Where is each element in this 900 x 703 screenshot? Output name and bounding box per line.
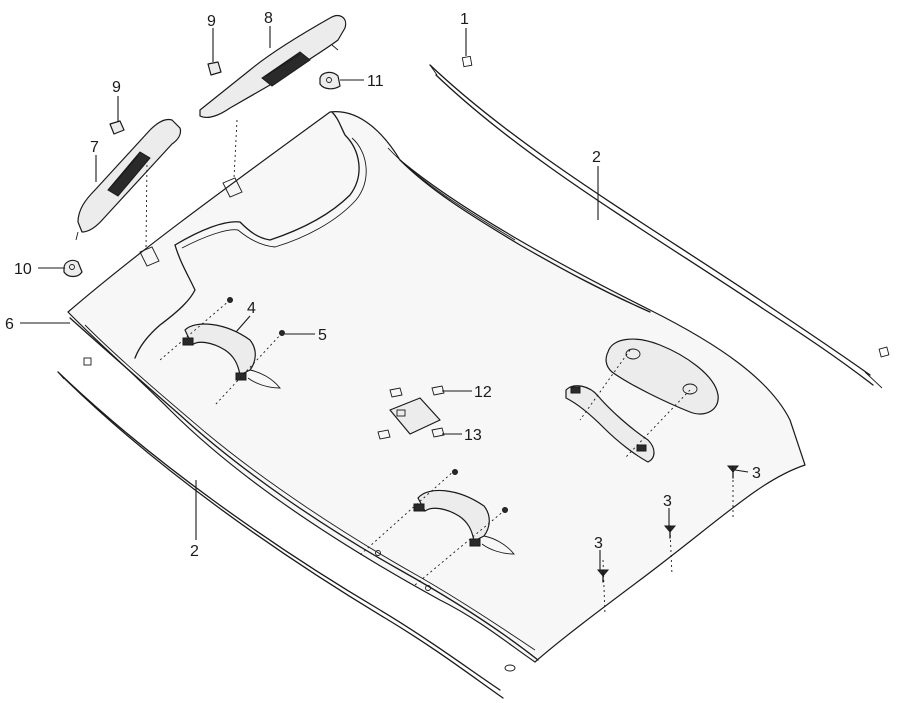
callout-3-middle: 3 — [663, 493, 672, 510]
callout-4: 4 — [247, 300, 256, 317]
callout-12: 12 — [474, 384, 492, 401]
grab-handle-left-rear — [413, 489, 515, 555]
visor-clips — [63, 61, 341, 278]
callout-13: 13 — [464, 427, 482, 444]
grab-handle-right — [565, 385, 655, 463]
callout-3-right: 3 — [752, 465, 761, 482]
leader-lines — [20, 26, 749, 570]
sun-visor-right — [199, 15, 347, 119]
callout-6: 6 — [5, 316, 14, 333]
screws-and-mounting-lines — [145, 119, 740, 616]
callout-10: 10 — [14, 261, 32, 278]
callout-9-left: 9 — [112, 79, 121, 96]
trim-clip — [461, 55, 473, 68]
callout-9-right: 9 — [207, 13, 216, 30]
callout-3-left: 3 — [594, 535, 603, 552]
callout-1: 1 — [460, 11, 469, 28]
callout-2-bottom: 2 — [190, 543, 199, 560]
grab-handle-left-front — [182, 323, 281, 389]
sun-visor-left — [75, 118, 182, 241]
callout-8: 8 — [264, 10, 273, 27]
roof-trim-strip-left — [57, 357, 516, 699]
roof-trim-strip-right — [429, 64, 890, 389]
callout-labels: 1 2 2 3 3 3 4 5 6 7 8 9 9 10 11 12 13 — [5, 10, 761, 560]
callout-7: 7 — [90, 139, 99, 156]
callout-2-top: 2 — [592, 149, 601, 166]
callout-5: 5 — [318, 327, 327, 344]
callout-11: 11 — [367, 73, 384, 90]
dome-light-module — [377, 385, 445, 440]
